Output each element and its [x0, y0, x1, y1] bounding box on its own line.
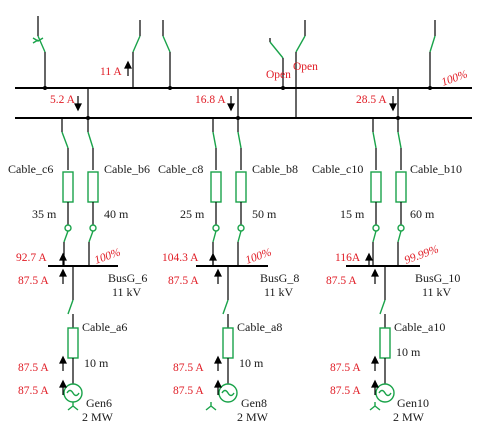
down-arrow-icon	[74, 96, 82, 112]
top-feeder-right	[428, 20, 436, 90]
top-flow-label-3: 16.8 A	[195, 94, 226, 106]
cable-a-length: 10 m	[396, 345, 421, 359]
cable-b-percent: 100%	[93, 246, 122, 266]
open-label-1: Open	[266, 69, 291, 81]
cable-a-symbol	[67, 327, 79, 359]
generator-group-6	[48, 88, 118, 411]
cable-c-length: 35 m	[32, 207, 57, 221]
top-flow-label-2: 5.2 A	[50, 94, 76, 106]
generator-name: Gen10	[397, 396, 429, 410]
cable-b-label: Cable_b6	[104, 162, 150, 176]
top-flow-label-1: 11 A	[100, 66, 122, 78]
top-feeder-2	[132, 20, 172, 90]
top-feeder-open	[269, 20, 306, 118]
cable-c-label: Cable_c8	[158, 162, 203, 176]
generator-rating: 2 MW	[237, 410, 269, 424]
generator-rating: 2 MW	[393, 410, 425, 424]
generator-rating: 2 MW	[82, 410, 114, 424]
cable-a-label: Cable_a6	[82, 320, 127, 334]
cable-a-label: Cable_a8	[237, 320, 282, 334]
cable-a-flow-2: 87.5 A	[173, 385, 204, 397]
cable-c-length: 15 m	[340, 207, 365, 221]
bus-name: BusG_10	[415, 271, 460, 285]
bus-flow: 87.5 A	[326, 275, 357, 287]
cable-a-length: 10 m	[239, 356, 264, 370]
cable-c-label: Cable_c10	[312, 162, 363, 176]
cable-a-flow-2: 87.5 A	[18, 385, 49, 397]
top-flow-label-4: 28.5 A	[356, 94, 387, 106]
up-arrow-icon	[124, 60, 132, 76]
generator-group-10	[346, 88, 420, 411]
cable-a-flow-1: 87.5 A	[173, 362, 204, 374]
top-percent-label: 100%	[440, 68, 469, 88]
bus-voltage: 11 kV	[112, 285, 142, 299]
cable-b-label: Cable_b10	[410, 162, 462, 176]
cable-a-flow-1: 87.5 A	[18, 362, 49, 374]
cable-c-flow: 92.7 A	[16, 252, 47, 264]
cable-a-flow-2: 87.5 A	[330, 385, 361, 397]
down-arrow-icon	[227, 96, 235, 112]
bus-name: BusG_6	[108, 271, 147, 285]
cable-b-percent: 99.99%	[403, 243, 440, 266]
generator-name: Gen6	[86, 396, 112, 410]
cable-b-length: 40 m	[104, 207, 129, 221]
cable-b-percent: 100%	[244, 246, 273, 266]
bus-voltage: 11 kV	[264, 285, 294, 299]
bus-flow: 87.5 A	[168, 275, 199, 287]
cable-a-label: Cable_a10	[394, 320, 445, 334]
bus-voltage: 11 kV	[422, 285, 452, 299]
cable-b-label: Cable_b8	[252, 162, 298, 176]
bus-flow: 87.5 A	[18, 275, 49, 287]
bus-name: BusG_8	[260, 271, 299, 285]
cable-a-flow-1: 87.5 A	[330, 362, 361, 374]
cable-c-length: 25 m	[180, 207, 205, 221]
cable-c-label: Cable_c6	[8, 162, 53, 176]
cable-c-symbol	[62, 171, 74, 203]
generator-group-8	[196, 88, 268, 411]
ground-icon	[67, 402, 79, 411]
top-feeder-1	[32, 16, 47, 90]
cable-c-flow: 104.3 A	[162, 252, 199, 264]
generator-name: Gen8	[241, 396, 267, 410]
open-label-2: Open	[293, 61, 318, 73]
cable-b-symbol	[87, 171, 99, 203]
cable-a-length: 10 m	[84, 356, 109, 370]
cable-b-length: 60 m	[410, 207, 435, 221]
down-arrow-icon	[389, 96, 397, 112]
cable-b-length: 50 m	[252, 207, 277, 221]
cable-c-flow: 116A	[335, 252, 361, 264]
